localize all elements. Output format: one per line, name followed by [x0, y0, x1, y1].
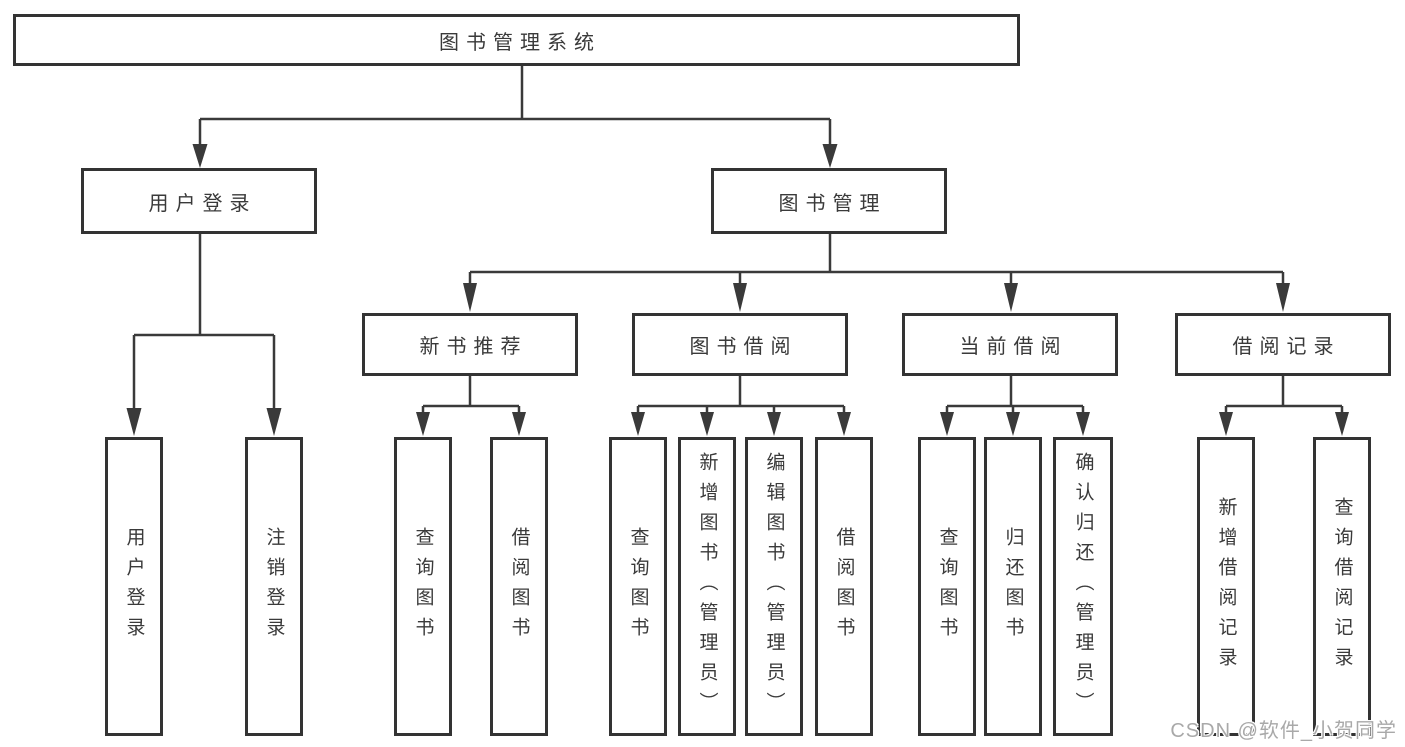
- leaf-borrow-book-label: 借阅图书: [833, 526, 855, 647]
- node-root-label: 图书管理系统: [439, 31, 601, 54]
- watermark: CSDN @软件_小贺同学: [1170, 720, 1397, 742]
- leaf-query-book-borrow: 查询图书: [609, 437, 667, 736]
- node-borrowing-records: 借阅记录: [1175, 313, 1391, 376]
- leaf-query-book-borrow-label: 查询图书: [627, 526, 649, 647]
- leaf-query-book-current: 查询图书: [918, 437, 976, 736]
- leaf-logout: 注销登录: [245, 437, 303, 736]
- node-book-management-label: 图书管理: [778, 192, 887, 215]
- node-book-management: 图书管理: [711, 168, 947, 234]
- node-user-login-label: 用户登录: [148, 192, 257, 215]
- leaf-confirm-return-admin: 确认归还（管理员）: [1053, 437, 1113, 736]
- leaf-add-book-admin-label: 新增图书（管理员）: [696, 451, 718, 722]
- node-user-login: 用户登录: [81, 168, 317, 234]
- leaf-return-book: 归还图书: [984, 437, 1042, 736]
- leaf-logout-label: 注销登录: [263, 526, 285, 647]
- leaf-add-borrow-record-label: 新增借阅记录: [1215, 496, 1237, 677]
- node-new-book-recommendation: 新书推荐: [362, 313, 578, 376]
- leaf-user-login: 用户登录: [105, 437, 163, 736]
- node-current-borrowing: 当前借阅: [902, 313, 1118, 376]
- node-borrowing-records-label: 借阅记录: [1232, 336, 1341, 358]
- node-book-borrowing-label: 图书借阅: [689, 336, 798, 358]
- leaf-query-borrow-record: 查询借阅记录: [1313, 437, 1371, 736]
- leaf-query-book-recommend: 查询图书: [394, 437, 452, 736]
- node-root: 图书管理系统: [13, 14, 1020, 66]
- leaf-edit-book-admin: 编辑图书（管理员）: [745, 437, 803, 736]
- node-book-borrowing: 图书借阅: [632, 313, 848, 376]
- leaf-edit-book-admin-label: 编辑图书（管理员）: [763, 451, 785, 722]
- leaf-query-book-current-label: 查询图书: [936, 526, 958, 647]
- leaf-return-book-label: 归还图书: [1002, 526, 1024, 647]
- leaf-add-borrow-record: 新增借阅记录: [1197, 437, 1255, 736]
- leaf-query-borrow-record-label: 查询借阅记录: [1331, 496, 1353, 677]
- node-current-borrowing-label: 当前借阅: [959, 336, 1068, 358]
- leaf-add-book-admin: 新增图书（管理员）: [678, 437, 736, 736]
- leaf-confirm-return-admin-label: 确认归还（管理员）: [1072, 451, 1094, 722]
- node-new-book-recommendation-label: 新书推荐: [419, 336, 528, 358]
- leaf-borrow-book-recommend: 借阅图书: [490, 437, 548, 736]
- leaf-query-book-recommend-label: 查询图书: [412, 526, 434, 647]
- leaf-user-login-label: 用户登录: [123, 526, 145, 647]
- leaf-borrow-book-recommend-label: 借阅图书: [508, 526, 530, 647]
- leaf-borrow-book: 借阅图书: [815, 437, 873, 736]
